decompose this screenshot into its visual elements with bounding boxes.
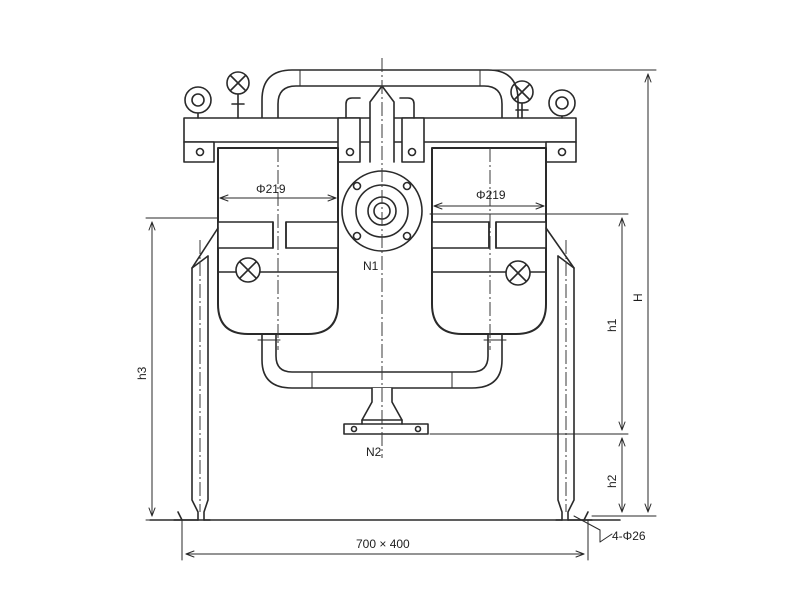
base-width-dimension: [181, 519, 589, 561]
label-height-h3: h3: [135, 366, 149, 380]
label-height-h2: h2: [605, 474, 619, 488]
diameter-dimension-left: [219, 194, 337, 202]
lifting-ring-right: [548, 89, 576, 119]
height-dimension-lines: [427, 69, 657, 517]
pressure-gauge-right: [505, 260, 531, 286]
label-diameter-left: Φ219: [256, 182, 286, 196]
diameter-dimension-right: [433, 202, 545, 210]
pressure-gauge-top-left: [226, 71, 250, 119]
lifting-ring-left: [184, 86, 212, 119]
label-height-total: H: [631, 293, 645, 302]
label-height-h1: h1: [605, 318, 619, 332]
pressure-gauge-top-right: [510, 80, 534, 119]
label-inlet-n1: N1: [363, 259, 379, 273]
h3-dimension-line: [145, 217, 219, 521]
support-leg-left: [173, 227, 219, 521]
label-base-size: 700 × 400: [356, 537, 410, 551]
center-lines: [199, 58, 567, 512]
bolt-hole-leader: [573, 515, 613, 543]
label-bolt-holes: 4-Φ26: [612, 529, 646, 543]
support-leg-right: [545, 227, 593, 521]
pressure-gauge-left: [235, 257, 261, 283]
label-outlet-n2: N2: [366, 445, 382, 459]
label-diameter-right: Φ219: [476, 188, 506, 202]
outlet-flange-n2: [343, 387, 429, 435]
top-handle-pipe: [261, 69, 519, 119]
filter-vessel-right: [431, 147, 547, 335]
